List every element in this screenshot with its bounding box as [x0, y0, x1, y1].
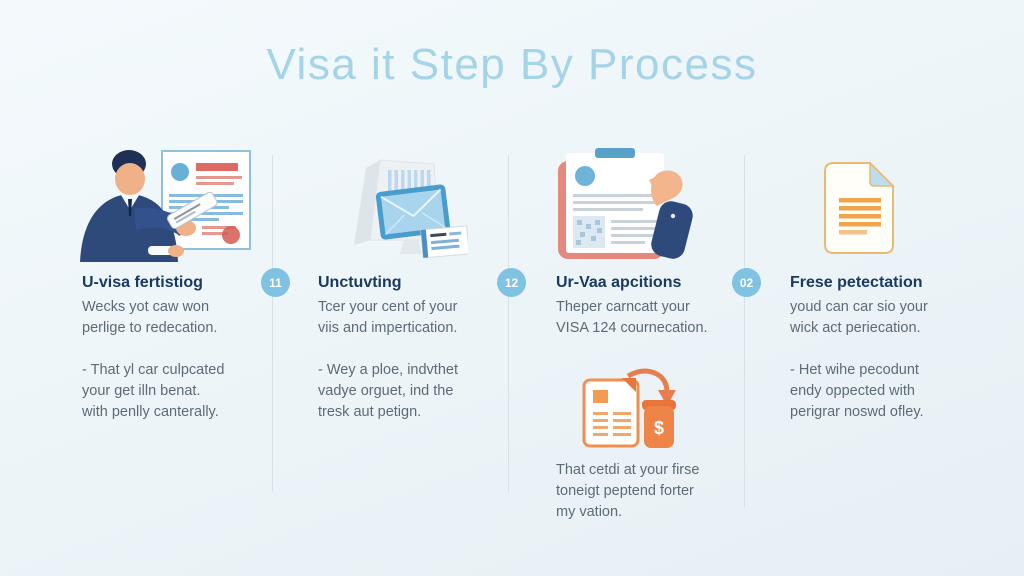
step-4-heading: Frese petectation	[790, 274, 923, 291]
step-1-note-line: your get illn benat.	[82, 383, 201, 399]
step-1-desc-line: Wecks yot caw won	[82, 299, 210, 315]
step-2-text: Unctuvting Tcer your cent of your viis a…	[318, 274, 528, 339]
step-number-badge: 02	[732, 268, 761, 297]
column-divider	[744, 155, 745, 507]
step-2-note-line: - Wey a ploe, indvthet	[318, 362, 458, 378]
svg-text:$: $	[654, 418, 664, 438]
step-3-desc-line: Theper carncatt your	[556, 299, 690, 315]
step-1-note: - That yl car culpcated your get illn be…	[82, 360, 292, 423]
step-2-desc-line: viis and impertication.	[318, 320, 458, 336]
step-1-text: U-visa fertistiog Wecks yot caw won perl…	[82, 274, 292, 339]
column-divider	[272, 155, 273, 492]
step-1-note-line: with penlly canterally.	[82, 404, 219, 420]
step-4-note-line: - Het wihe pecodunt	[790, 362, 919, 378]
step-3-note-line: my vation.	[556, 504, 623, 520]
orange-document-icon	[810, 158, 910, 263]
applicant-reviewing-document-icon	[72, 146, 257, 267]
calendar-tablet-mail-icon	[328, 150, 470, 267]
document-payment-transfer-icon: $	[572, 364, 680, 464]
step-3-text: Ur-Vaa apcitions Theper carncatt your VI…	[556, 274, 766, 339]
step-number-badge: 12	[497, 268, 526, 297]
step-2-heading: Unctuvting	[318, 274, 402, 291]
step-3-note: That cetdi at your firse toneigt peptend…	[556, 460, 766, 523]
step-4-note-line: perigrar noswd ofley.	[790, 404, 924, 420]
clipboard-application-hand-icon	[553, 146, 693, 269]
step-1-desc-line: perlige to redecation.	[82, 320, 218, 336]
step-3-note-line: toneigt peptend forter	[556, 483, 694, 499]
step-4-desc-line: youd can car sio your	[790, 299, 928, 315]
step-4-desc-line: wick act periecation.	[790, 320, 921, 336]
step-2-note-line: vadye orguet, ind the	[318, 383, 454, 399]
step-2-note-line: tresk aut petign.	[318, 404, 422, 420]
step-3-heading: Ur-Vaa apcitions	[556, 274, 682, 291]
step-2-desc-line: Tcer your cent of your	[318, 299, 458, 315]
step-number-badge: 11	[261, 268, 290, 297]
page-title: Visa it Step By Process	[266, 40, 758, 89]
column-divider	[508, 155, 509, 492]
step-1-note-line: - That yl car culpcated	[82, 362, 225, 378]
step-4-note: - Het wihe pecodunt endy oppected with p…	[790, 360, 1000, 423]
step-3-desc-line: VISA 124 cournecation.	[556, 320, 708, 336]
step-1-heading: U-visa fertistiog	[82, 274, 203, 291]
step-3-note-line: That cetdi at your firse	[556, 462, 700, 478]
step-2-note: - Wey a ploe, indvthet vadye orguet, ind…	[318, 360, 528, 423]
step-4-text: Frese petectation youd can car sio your …	[790, 274, 1000, 339]
step-4-note-line: endy oppected with	[790, 383, 915, 399]
